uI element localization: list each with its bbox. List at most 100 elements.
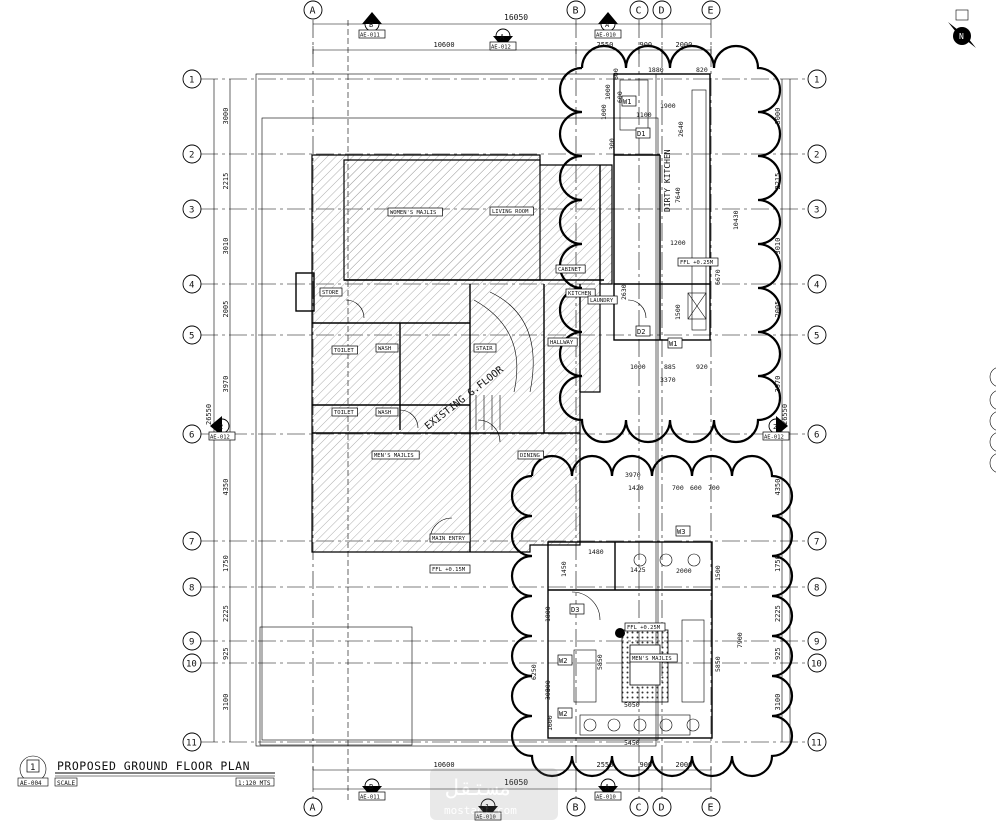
majlis-dimension: 1420 <box>628 484 644 492</box>
majlis-dimension: 5850 <box>596 654 604 670</box>
section-ref: AE-010 <box>476 815 496 821</box>
grid-bubble-row-1 <box>807 69 827 89</box>
grid-label-col-A: A <box>310 6 316 17</box>
north-label: N <box>959 32 964 41</box>
dim-left-segment: 3100 <box>222 694 230 711</box>
grid-label-col-D: D <box>659 803 665 814</box>
dim-top-segment: 10600 <box>434 41 455 49</box>
section-marker-top_A2: AAE-010 <box>594 12 622 39</box>
majlis-dimension: 1800 <box>544 606 552 622</box>
grid-lines <box>200 20 808 800</box>
grid-bubble-col-D <box>652 0 672 20</box>
dim-right-segment: 2225 <box>774 605 782 622</box>
dim-right-segment: 2005 <box>774 301 782 318</box>
dim-left-segment: 3000 <box>222 108 230 125</box>
grid-label-row-4: 4 <box>814 281 819 291</box>
grid-bubble-col-C <box>629 0 649 20</box>
grid-bubble-row-10 <box>807 653 827 673</box>
laundry-tag: LAUNDRY <box>590 298 614 304</box>
grid-bubble-row-4 <box>807 274 827 294</box>
level-tag: FFL +0.25M <box>680 260 714 266</box>
grid-bubble-col-E <box>701 797 721 817</box>
majlis-dimension: 5850 <box>714 656 722 672</box>
level-tag: FFL +0.15M <box>432 567 466 573</box>
majlis-extension <box>547 541 713 739</box>
dim-right-segment: 1750 <box>774 555 782 572</box>
revision-clouds <box>510 44 794 778</box>
section-letter: 1 <box>485 803 489 811</box>
grid-bubble-row-2 <box>807 144 827 164</box>
dim-left-segment: 2225 <box>222 605 230 622</box>
kitchen-dimension: 6670 <box>714 269 722 285</box>
grid-bubble-row-5 <box>182 325 202 345</box>
section-letter: A <box>500 33 505 41</box>
hallway-tag: HALLWAY <box>550 340 574 346</box>
scale-value: 1:120 MTS <box>238 780 271 787</box>
dim-right-segment: 3100 <box>774 694 782 711</box>
grid-bubble-row-6 <box>182 424 202 444</box>
grid-bubble-row-1 <box>182 69 202 89</box>
grid-bubble-col-E <box>701 0 721 20</box>
kitchen-dimension: 820 <box>696 66 708 74</box>
majlis-dimension: 2000 <box>676 567 692 575</box>
section-letter: A <box>605 783 610 791</box>
tag-w1: W1 <box>623 98 631 106</box>
grid-label-row-1: 1 <box>814 76 819 86</box>
dim-top-segment: 2550 <box>597 41 614 49</box>
grid-bubble-row-3 <box>182 199 202 219</box>
grid-label-col-C: C <box>636 6 642 17</box>
majlis-dimension: 5050 <box>624 701 640 709</box>
section-letter: 2 <box>219 423 223 431</box>
section-marker-top_B: BAE-011 <box>358 12 386 39</box>
majlis-dimension: 600 <box>690 484 702 492</box>
right-edge-bubbles <box>989 367 996 473</box>
dim-right-segment: 925 <box>774 647 782 660</box>
majlis-dimension: 1600 <box>546 715 554 731</box>
toilet-tag: TOILET <box>334 410 355 416</box>
dim-top-segment: 2000 <box>676 41 693 49</box>
majlis-dimension: 7900 <box>736 632 744 648</box>
dim-top-total: 16050 <box>504 13 528 22</box>
grid-label-row-5: 5 <box>814 332 819 342</box>
grid-bubble-row-7 <box>182 531 202 551</box>
revision-cloud-kitchen <box>558 44 782 444</box>
grid-label-row-5: 5 <box>189 332 194 342</box>
tag-w3: W3 <box>677 528 685 536</box>
grid-bubble-row-8 <box>807 577 827 597</box>
tag-w2b: W2 <box>559 710 567 718</box>
majlis-dimension: 1480 <box>588 548 604 556</box>
grid-bubble-col-B <box>566 0 586 20</box>
tag-d3: D3 <box>571 606 579 614</box>
section-ref: AE-012 <box>764 435 784 441</box>
new-majlis-tag: MEN'S MAJLIS <box>632 656 672 662</box>
section-letter: A <box>605 21 610 29</box>
dim-bottom-segment: 10600 <box>434 761 455 769</box>
grid-label-row-10: 10 <box>811 660 822 670</box>
kitchen-dimension: 1900 <box>660 102 676 110</box>
drawing-title: PROPOSED GROUND FLOOR PLAN <box>57 759 250 773</box>
grid-label-row-9: 9 <box>814 638 819 648</box>
dim-right-segment: 3000 <box>774 108 782 125</box>
title-block: 1 AE-004 PROPOSED GROUND FLOOR PLAN SCAL… <box>17 755 275 787</box>
grid-label-row-9: 9 <box>189 638 194 648</box>
grid-bubble-col-A <box>303 797 323 817</box>
tag-d2: D2 <box>637 328 645 336</box>
living-room-tag: LIVING ROOM <box>492 209 529 215</box>
grid-label-row-3: 3 <box>189 206 194 216</box>
grid-label-row-2: 2 <box>189 151 194 161</box>
majlis-dimension: 1500 <box>714 565 722 581</box>
section-ref: AE-010 <box>596 795 616 801</box>
grid-label-row-1: 1 <box>189 76 194 86</box>
dim-bottom-segment: 2000 <box>676 761 693 769</box>
watermark-text: مستقل <box>446 776 512 801</box>
majlis-dimension: 3970 <box>625 471 641 479</box>
majlis-dimension: 300 <box>544 688 552 700</box>
grid-bubble-row-7 <box>807 531 827 551</box>
mens-majlis-tag: MEN'S MAJLIS <box>374 453 414 459</box>
sheet-number: 1 <box>30 763 35 773</box>
kitchen-dimension: 3370 <box>660 376 676 384</box>
dining-tag: DINING <box>520 453 540 459</box>
